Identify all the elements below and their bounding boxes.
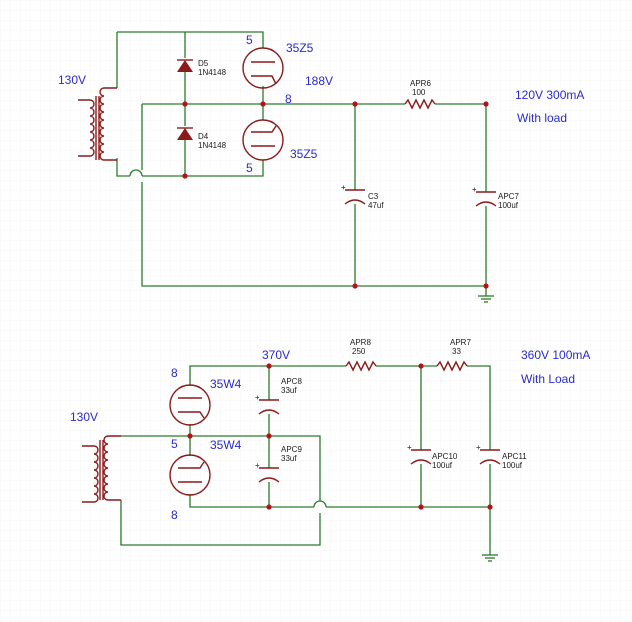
tube-top-type: 35Z5 xyxy=(286,41,314,55)
tube2-top-pin: 8 xyxy=(171,366,178,380)
circuit-2: 130V 8 35W4 5 35W4 8 370V + APC8 33uf xyxy=(70,338,590,562)
tube-35z5-top xyxy=(242,47,284,89)
circuit-2-wires xyxy=(120,365,491,555)
input-voltage-label-2: 130V xyxy=(70,410,98,424)
transformer-2 xyxy=(82,435,121,503)
svg-text:+: + xyxy=(255,461,260,470)
resistor-apr7 xyxy=(436,360,468,372)
apc11-ref: APC11 xyxy=(502,452,527,461)
tube-35w4-top xyxy=(169,384,211,426)
node-voltage-label-2: 370V xyxy=(262,348,290,362)
apr7-value: 33 xyxy=(452,347,461,356)
resistor-apr6 xyxy=(404,98,436,110)
output-note-2: With Load xyxy=(521,372,575,386)
capacitor-c3: + xyxy=(341,183,366,205)
tube-bottom-pin: 5 xyxy=(246,161,253,175)
svg-text:+: + xyxy=(255,393,260,402)
ground-symbol-2 xyxy=(482,554,498,562)
apr6-ref: APR6 xyxy=(410,79,431,88)
d4-ref: D4 xyxy=(198,132,209,141)
apc9-ref: APC9 xyxy=(281,445,302,454)
apc10-ref: APC10 xyxy=(432,452,458,461)
apc9-value: 33uf xyxy=(281,454,297,463)
junctions-2 xyxy=(187,363,493,510)
apr8-ref: APR8 xyxy=(350,338,371,347)
svg-text:+: + xyxy=(407,443,412,452)
tube-35w4-bottom xyxy=(169,454,211,496)
diode-d5 xyxy=(177,59,193,72)
svg-text:+: + xyxy=(476,443,481,452)
tube2-mid-pin: 5 xyxy=(171,437,178,451)
d4-part: 1N4148 xyxy=(198,141,227,150)
apc10-value: 100uf xyxy=(432,461,453,470)
junctions-1 xyxy=(182,101,489,289)
tube-top-pin: 5 xyxy=(246,33,253,47)
apc11-value: 100uf xyxy=(502,461,523,470)
apc7-value: 100uf xyxy=(498,201,519,210)
capacitor-apc9: + xyxy=(255,461,280,483)
node-voltage-label-1: 188V xyxy=(305,74,333,88)
transformer-1 xyxy=(78,87,117,161)
tube2-top-type: 35W4 xyxy=(210,377,242,391)
c3-value: 47uf xyxy=(368,201,384,210)
apc7-ref: APC7 xyxy=(498,192,519,201)
d5-ref: D5 xyxy=(198,59,209,68)
apr6-value: 100 xyxy=(412,88,426,97)
apr8-value: 250 xyxy=(352,347,366,356)
capacitor-apc10: + xyxy=(407,443,432,465)
tube2-bottom-type: 35W4 xyxy=(210,438,242,452)
d5-part: 1N4148 xyxy=(198,68,227,77)
cathode-pin-label: 8 xyxy=(285,92,292,106)
input-voltage-label-1: 130V xyxy=(58,73,86,87)
svg-text:+: + xyxy=(472,185,477,194)
circuit-1-wires xyxy=(116,31,487,296)
tube2-bottom-pin: 8 xyxy=(171,508,178,522)
diode-d4 xyxy=(177,127,193,140)
svg-text:+: + xyxy=(341,183,346,192)
output-voltage-label-1: 120V 300mA xyxy=(515,88,584,102)
tube-bottom-type: 35Z5 xyxy=(290,147,318,161)
circuit-1: 130V D5 1N4148 D4 1N4148 5 35Z5 5 xyxy=(58,31,584,303)
output-voltage-label-2: 360V 100mA xyxy=(521,348,590,362)
capacitor-apc11: + xyxy=(476,443,501,465)
apr7-ref: APR7 xyxy=(450,338,471,347)
tube-35z5-bottom xyxy=(242,119,284,161)
capacitor-apc8: + xyxy=(255,393,280,415)
capacitor-apc7: + xyxy=(472,185,497,207)
apc8-ref: APC8 xyxy=(281,377,302,386)
output-note-1: With load xyxy=(517,111,567,125)
ground-symbol-1 xyxy=(478,295,494,303)
apc8-value: 33uf xyxy=(281,386,297,395)
c3-ref: C3 xyxy=(368,192,379,201)
resistor-apr8 xyxy=(345,360,377,372)
